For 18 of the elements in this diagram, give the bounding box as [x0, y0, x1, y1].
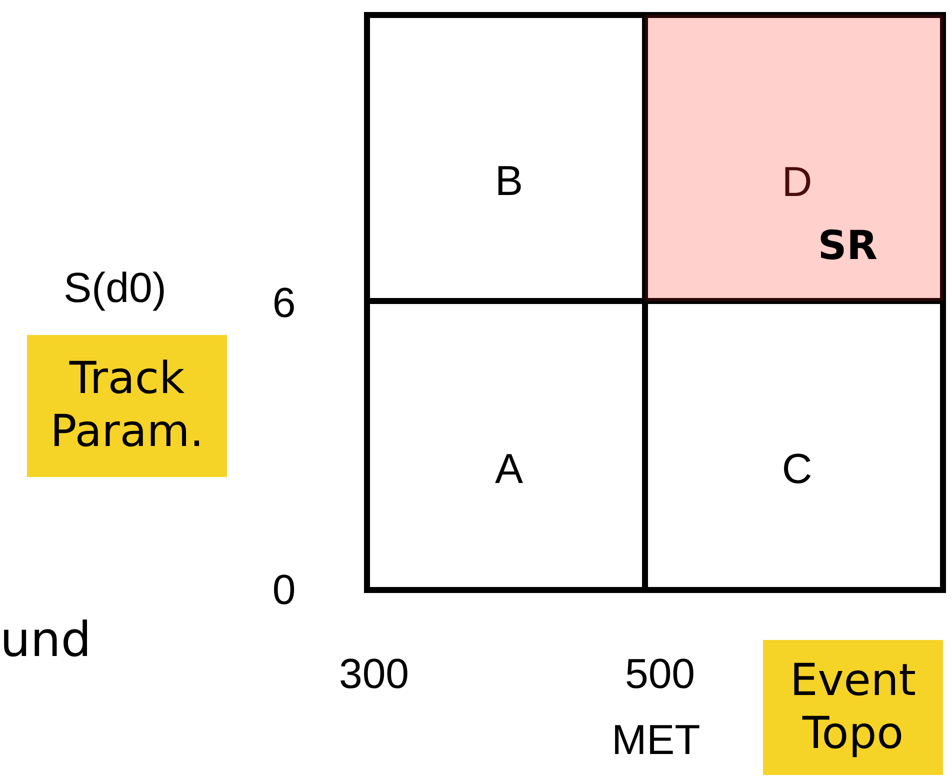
tick-label: 300	[338, 650, 410, 698]
tick-label: 500	[624, 650, 696, 698]
tick-label: 6	[272, 279, 296, 327]
axis-category-tag: Track Param.	[27, 335, 227, 477]
axis-title: S(d0)	[64, 264, 166, 312]
region-cell	[645, 301, 943, 590]
axis-category-tag: Event Topo	[763, 640, 943, 775]
region-tag: SR	[818, 223, 878, 269]
cut-off-text: und	[0, 612, 92, 668]
axis-title: MET	[612, 716, 700, 764]
tick-label: 0	[272, 566, 296, 614]
signal-region-cell	[645, 15, 943, 301]
region-letter: B	[495, 157, 523, 205]
region-cell	[367, 301, 645, 590]
region-letter: A	[495, 444, 523, 492]
region-cell	[367, 15, 645, 301]
region-letter: D	[782, 158, 812, 206]
region-letter: C	[782, 444, 812, 492]
